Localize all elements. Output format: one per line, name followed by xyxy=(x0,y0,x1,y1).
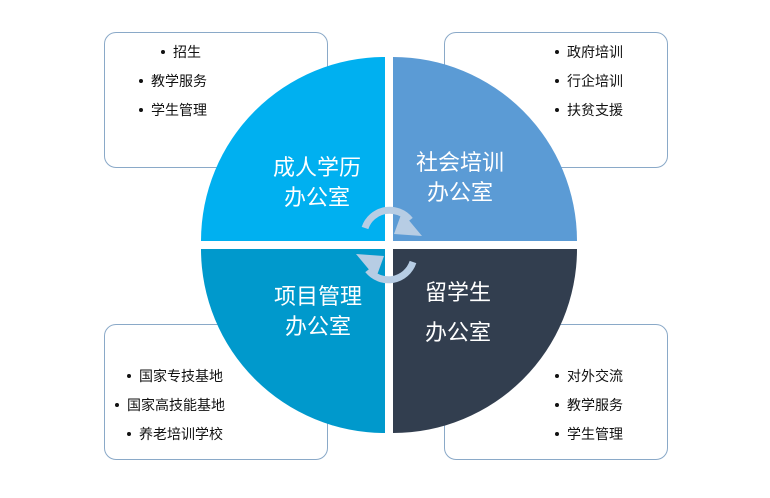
quadrant-label-bottom-left-sub: 办公室 xyxy=(285,315,351,340)
cycle-arrow-bottom-icon xyxy=(365,260,417,284)
quadrant-label-bottom-left: 项目管理 xyxy=(274,285,362,310)
bullet-icon xyxy=(555,373,559,378)
bullet-icon xyxy=(139,107,143,112)
bullet-icon xyxy=(555,431,559,436)
bullet-icon xyxy=(555,49,559,54)
quadrant-label-top-right: 社会培训 xyxy=(416,151,504,176)
cycle-arrows-icon xyxy=(356,206,422,284)
list-item: 教学服务 xyxy=(555,397,623,415)
quadrant-top-left xyxy=(201,57,385,241)
bullet-icon xyxy=(161,49,165,54)
bullet-icon xyxy=(127,373,131,378)
list-item: 国家高技能基地 xyxy=(115,397,225,415)
quadrant-top-right xyxy=(393,57,577,241)
cycle-arrowhead-top-icon xyxy=(394,212,422,236)
list-item: 国家专技基地 xyxy=(127,368,223,386)
list-item: 招生 xyxy=(161,44,201,62)
list-item: 学生管理 xyxy=(555,426,623,444)
list-item: 学生管理 xyxy=(139,102,207,120)
list-item: 对外交流 xyxy=(555,368,623,386)
quadrant-bottom-left xyxy=(201,249,385,433)
bullet-icon xyxy=(555,78,559,83)
list-item: 扶贫支援 xyxy=(555,102,623,120)
bullet-icon xyxy=(555,402,559,407)
quadrant-label-top-left: 成人学历 xyxy=(273,156,361,181)
cycle-arrow-top-icon xyxy=(361,206,413,230)
quadrant-label-bottom-right-sub: 办公室 xyxy=(425,321,491,346)
quadrant-label-top-left-sub: 办公室 xyxy=(284,186,350,211)
quadrant-label-bottom-right: 留学生 xyxy=(425,281,491,306)
bullet-icon xyxy=(555,107,559,112)
quadrant-bottom-right xyxy=(393,249,577,433)
quadrant-label-top-right-sub: 办公室 xyxy=(427,181,493,206)
list-item: 养老培训学校 xyxy=(127,426,223,444)
bullet-icon xyxy=(115,402,119,407)
bullet-icon xyxy=(127,431,131,436)
list-item: 行企培训 xyxy=(555,73,623,91)
bullet-icon xyxy=(139,78,143,83)
cycle-arrowhead-bottom-icon xyxy=(356,254,384,278)
list-item: 政府培训 xyxy=(555,44,623,62)
list-item: 教学服务 xyxy=(139,73,207,91)
